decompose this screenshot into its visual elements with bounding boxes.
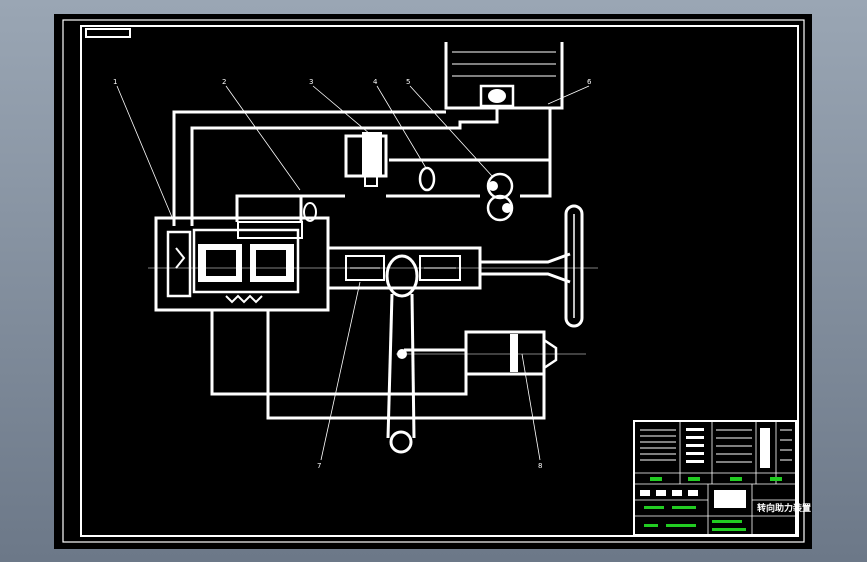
label-7: 7 <box>317 462 321 470</box>
control-valve <box>154 202 330 312</box>
steering-wheel <box>480 204 584 328</box>
label-4: 4 <box>373 78 378 86</box>
label-8: 8 <box>538 462 542 470</box>
hydraulic-diagram <box>154 42 584 454</box>
label-2: 2 <box>222 78 226 86</box>
oil-filter <box>418 166 436 192</box>
centerlines <box>148 267 598 355</box>
pitman-arm <box>385 254 419 454</box>
title-block: 转向助力装置 <box>633 420 811 536</box>
oil-reservoir <box>444 42 564 110</box>
oil-lines <box>172 106 552 226</box>
label-1: 1 <box>113 78 117 86</box>
leader-labels: 1 2 3 4 5 6 7 8 <box>113 78 592 470</box>
label-5: 5 <box>406 78 410 86</box>
flow-control-valve <box>344 132 388 187</box>
hydraulic-pump <box>486 172 514 222</box>
label-3: 3 <box>309 78 313 86</box>
drawing-number-box <box>85 28 131 38</box>
inner-frame <box>80 25 799 537</box>
outer-border <box>62 19 805 543</box>
label-6: 6 <box>587 78 592 86</box>
leader-lines <box>116 85 590 461</box>
cylinder-lines <box>210 310 546 420</box>
drawing-title: 转向助力装置 <box>757 502 811 514</box>
